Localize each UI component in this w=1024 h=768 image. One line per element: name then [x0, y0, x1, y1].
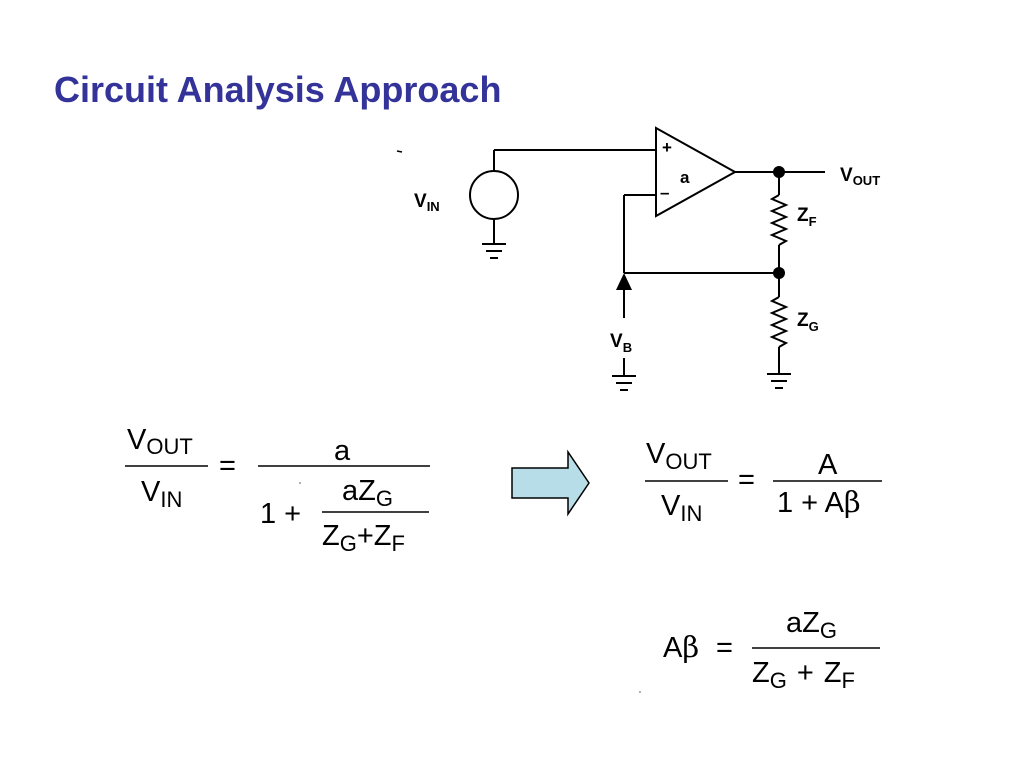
- eq2-lhs-numerator: VOUT: [646, 438, 712, 474]
- opamp-plus-sign: +: [662, 138, 672, 157]
- eq3-lhs: Aβ: [663, 630, 699, 664]
- equation-loop-gain: Aβ = aZG ZG+ZF: [663, 607, 880, 693]
- vin-label: VIN: [414, 191, 440, 214]
- equation-closed-loop-gain: VOUT VIN = a 1 + aZG ZG+ZF: [125, 424, 430, 556]
- zf-resistor: [769, 194, 789, 246]
- vb-label: VB: [610, 331, 632, 355]
- vin-source: [469, 170, 519, 220]
- eq1-equals: =: [219, 450, 236, 482]
- vout-label: VOUT: [840, 165, 880, 188]
- vin-ground-symbol: [482, 243, 506, 259]
- eq2-rhs-denominator: 1 + Aβ: [777, 485, 861, 519]
- stray-dot: [639, 691, 641, 693]
- stray-mark: [396, 150, 403, 153]
- eq3-denominator: ZG+ZF: [752, 657, 855, 693]
- eq1-inner-denominator: ZG+ZF: [322, 520, 405, 556]
- opamp-symbol: [655, 126, 738, 218]
- eq1-one-plus: 1 +: [260, 498, 301, 530]
- stray-dot: [299, 482, 301, 484]
- circuit-diagram: VIN + – a VOUT ZF VB: [396, 126, 880, 391]
- eq2-equals: =: [738, 464, 755, 496]
- eq3-numerator: aZG: [786, 607, 837, 643]
- eq2-rhs-numerator: A: [818, 449, 838, 481]
- vb-ground-symbol: [612, 375, 636, 391]
- vb-arrow: [616, 273, 632, 290]
- zg-resistor: [769, 296, 789, 348]
- equation-feedback-form: VOUT VIN = A 1 + Aβ: [645, 438, 882, 526]
- opamp-gain-label: a: [680, 168, 690, 187]
- eq1-inner-numerator: aZG: [342, 475, 393, 511]
- zf-label: ZF: [797, 205, 817, 229]
- zg-label: ZG: [797, 310, 819, 334]
- eq1-lhs-denominator: VIN: [141, 476, 182, 512]
- eq1-rhs-numerator: a: [334, 435, 351, 467]
- eq1-lhs-numerator: VOUT: [127, 424, 193, 459]
- right-arrow-icon: [511, 449, 590, 517]
- slide-title: Circuit Analysis Approach: [54, 69, 502, 110]
- zg-ground-symbol: [767, 373, 791, 389]
- eq2-lhs-denominator: VIN: [661, 490, 702, 526]
- opamp-minus-sign: –: [660, 183, 669, 202]
- eq3-equals: =: [716, 632, 733, 664]
